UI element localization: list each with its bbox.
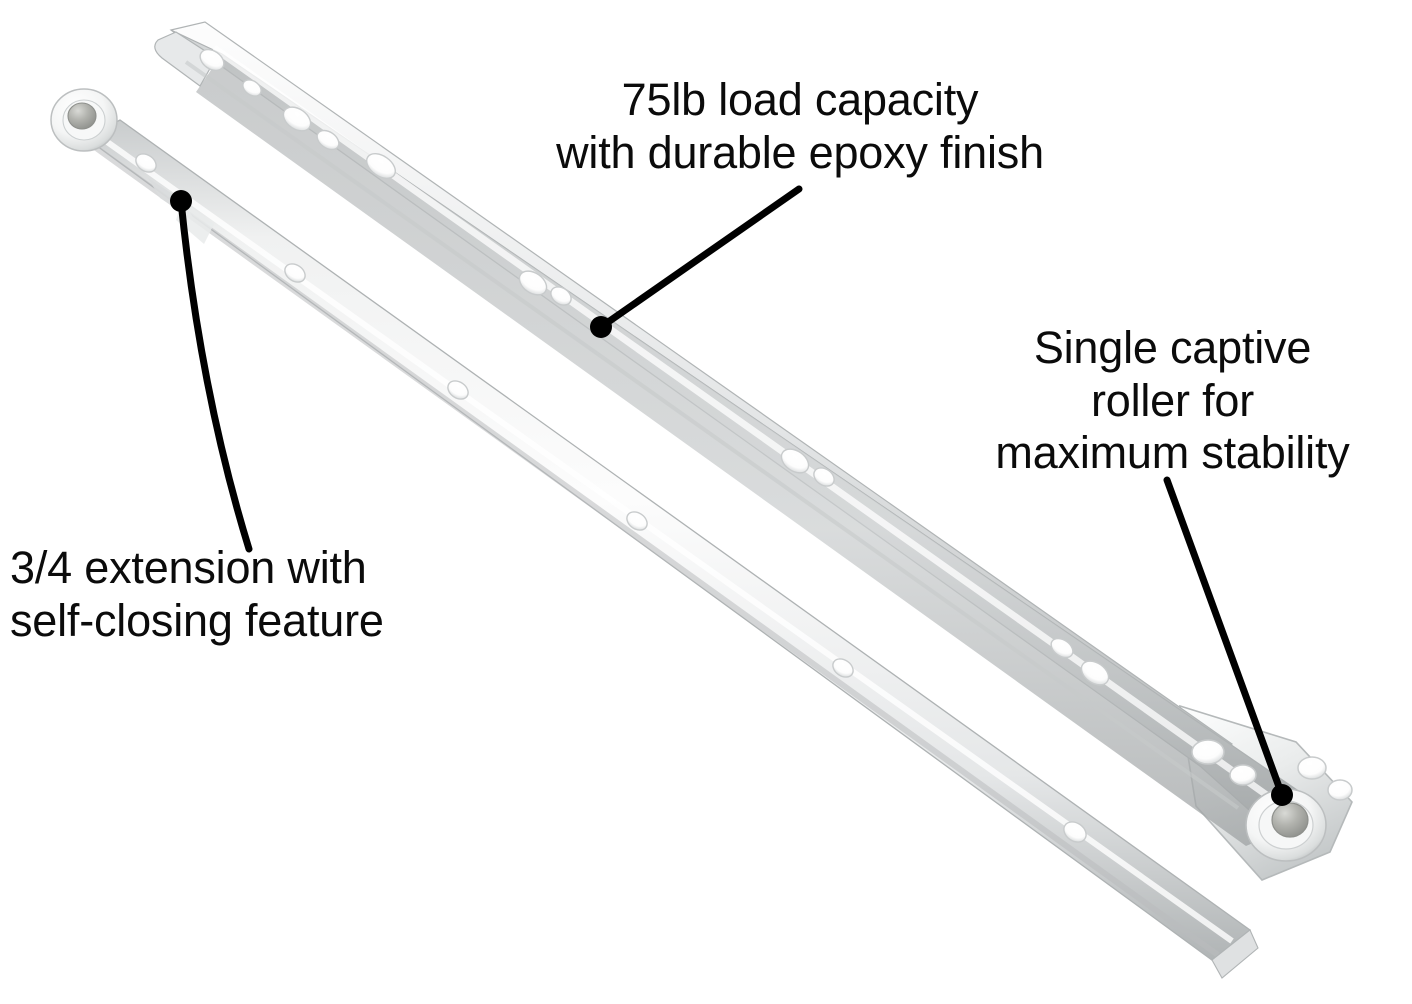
leader-line-extension bbox=[170, 190, 253, 553]
leader-line-capacity bbox=[590, 185, 803, 338]
captive-roller-top-left bbox=[50, 88, 118, 152]
load-capacity-callout-text: 75lb load capacity with durable epoxy fi… bbox=[556, 74, 1044, 178]
extension-feature-callout-text: 3/4 extension with self-closing feature bbox=[10, 542, 384, 646]
drawer-member-rail bbox=[50, 88, 1259, 979]
captive-roller-bottom-right bbox=[1245, 788, 1327, 862]
cabinet-member-rail bbox=[154, 21, 1353, 881]
lower-rail-holes bbox=[135, 153, 1087, 843]
captive-roller-callout-text: Single captive roller for maximum stabil… bbox=[995, 322, 1350, 479]
upper-rail-holes bbox=[199, 48, 1353, 801]
leader-line-roller bbox=[1163, 476, 1293, 806]
